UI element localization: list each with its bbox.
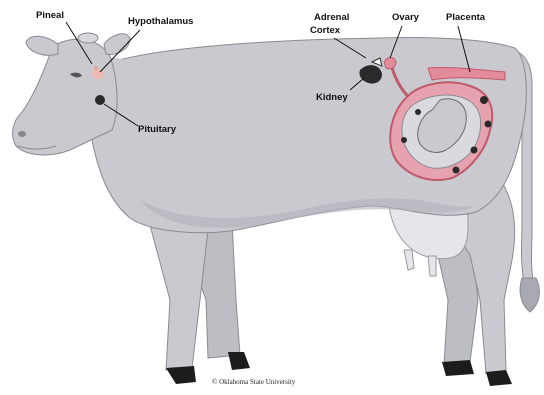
label-ovary: Ovary [392, 12, 420, 23]
label-hypothalamus: Hypothalamus [128, 16, 193, 27]
image-credit: © Oklahoma State University [212, 378, 296, 386]
label-placenta: Placenta [446, 12, 486, 23]
ovary [384, 58, 396, 69]
pineal-gland [94, 66, 98, 70]
hypothalamus-gland [92, 69, 104, 79]
label-adrenal-cortex-line1: Adrenal [314, 12, 349, 23]
label-kidney: Kidney [316, 92, 348, 103]
label-pineal: Pineal [36, 10, 64, 21]
label-adrenal-cortex-line2: Cortex [310, 25, 341, 36]
cow-head [13, 33, 150, 171]
pituitary-gland [95, 95, 105, 105]
label-pituitary: Pituitary [138, 124, 177, 135]
